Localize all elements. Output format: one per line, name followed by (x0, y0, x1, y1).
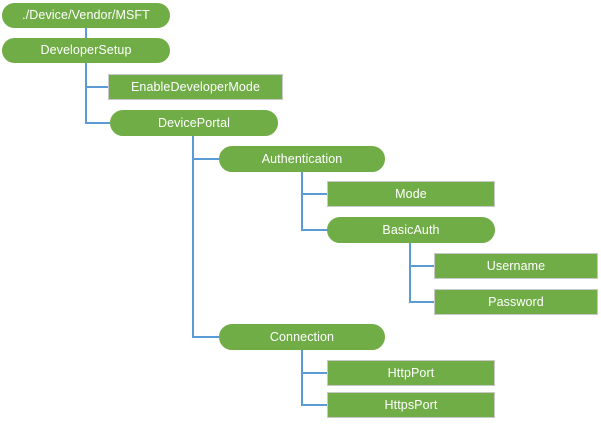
connector-basicauth-to-password (409, 243, 434, 303)
tree-node-root[interactable]: ./Device/Vendor/MSFT (2, 3, 170, 28)
connector-authentication-to-basicauth (301, 172, 327, 231)
connector-developersetup-to-enabledevelopermode (85, 63, 108, 88)
connector-deviceportal-to-connection (192, 136, 219, 338)
tree-node-username[interactable]: Username (434, 253, 598, 279)
tree-node-label: Password (488, 294, 544, 309)
tree-node-label: Mode (395, 186, 427, 201)
tree-node-deviceportal[interactable]: DevicePortal (110, 110, 278, 136)
tree-node-developersetup[interactable]: DeveloperSetup (2, 38, 170, 63)
connector-developersetup-to-deviceportal (85, 63, 110, 124)
tree-node-label: Username (486, 258, 546, 273)
tree-node-password[interactable]: Password (434, 289, 598, 315)
tree-node-label: BasicAuth (382, 222, 440, 237)
tree-node-mode[interactable]: Mode (327, 181, 495, 207)
tree-node-authentication[interactable]: Authentication (219, 146, 385, 172)
tree-node-httpsport[interactable]: HttpsPort (327, 392, 495, 418)
tree-node-connection[interactable]: Connection (219, 324, 385, 350)
tree-node-label: EnableDeveloperMode (130, 79, 261, 94)
tree-node-enabledevelopermode[interactable]: EnableDeveloperMode (108, 74, 283, 100)
tree-node-label: HttpPort (387, 365, 435, 380)
tree-node-label: DevicePortal (157, 115, 231, 130)
tree-node-basicauth[interactable]: BasicAuth (327, 217, 495, 243)
tree-node-label: HttpsPort (384, 397, 438, 412)
tree-node-label: ./Device/Vendor/MSFT (22, 8, 150, 23)
tree-node-label: Authentication (261, 151, 343, 166)
tree-node-httpport[interactable]: HttpPort (327, 360, 495, 386)
connector-authentication-to-mode (301, 172, 327, 195)
tree-node-label: Connection (269, 329, 335, 344)
connector-connection-to-httpsport (301, 350, 327, 406)
connector-deviceportal-to-authentication (192, 136, 219, 160)
connector-basicauth-to-username (409, 243, 434, 267)
connector-connection-to-httpport (301, 350, 327, 374)
tree-node-label: DeveloperSetup (40, 43, 132, 58)
